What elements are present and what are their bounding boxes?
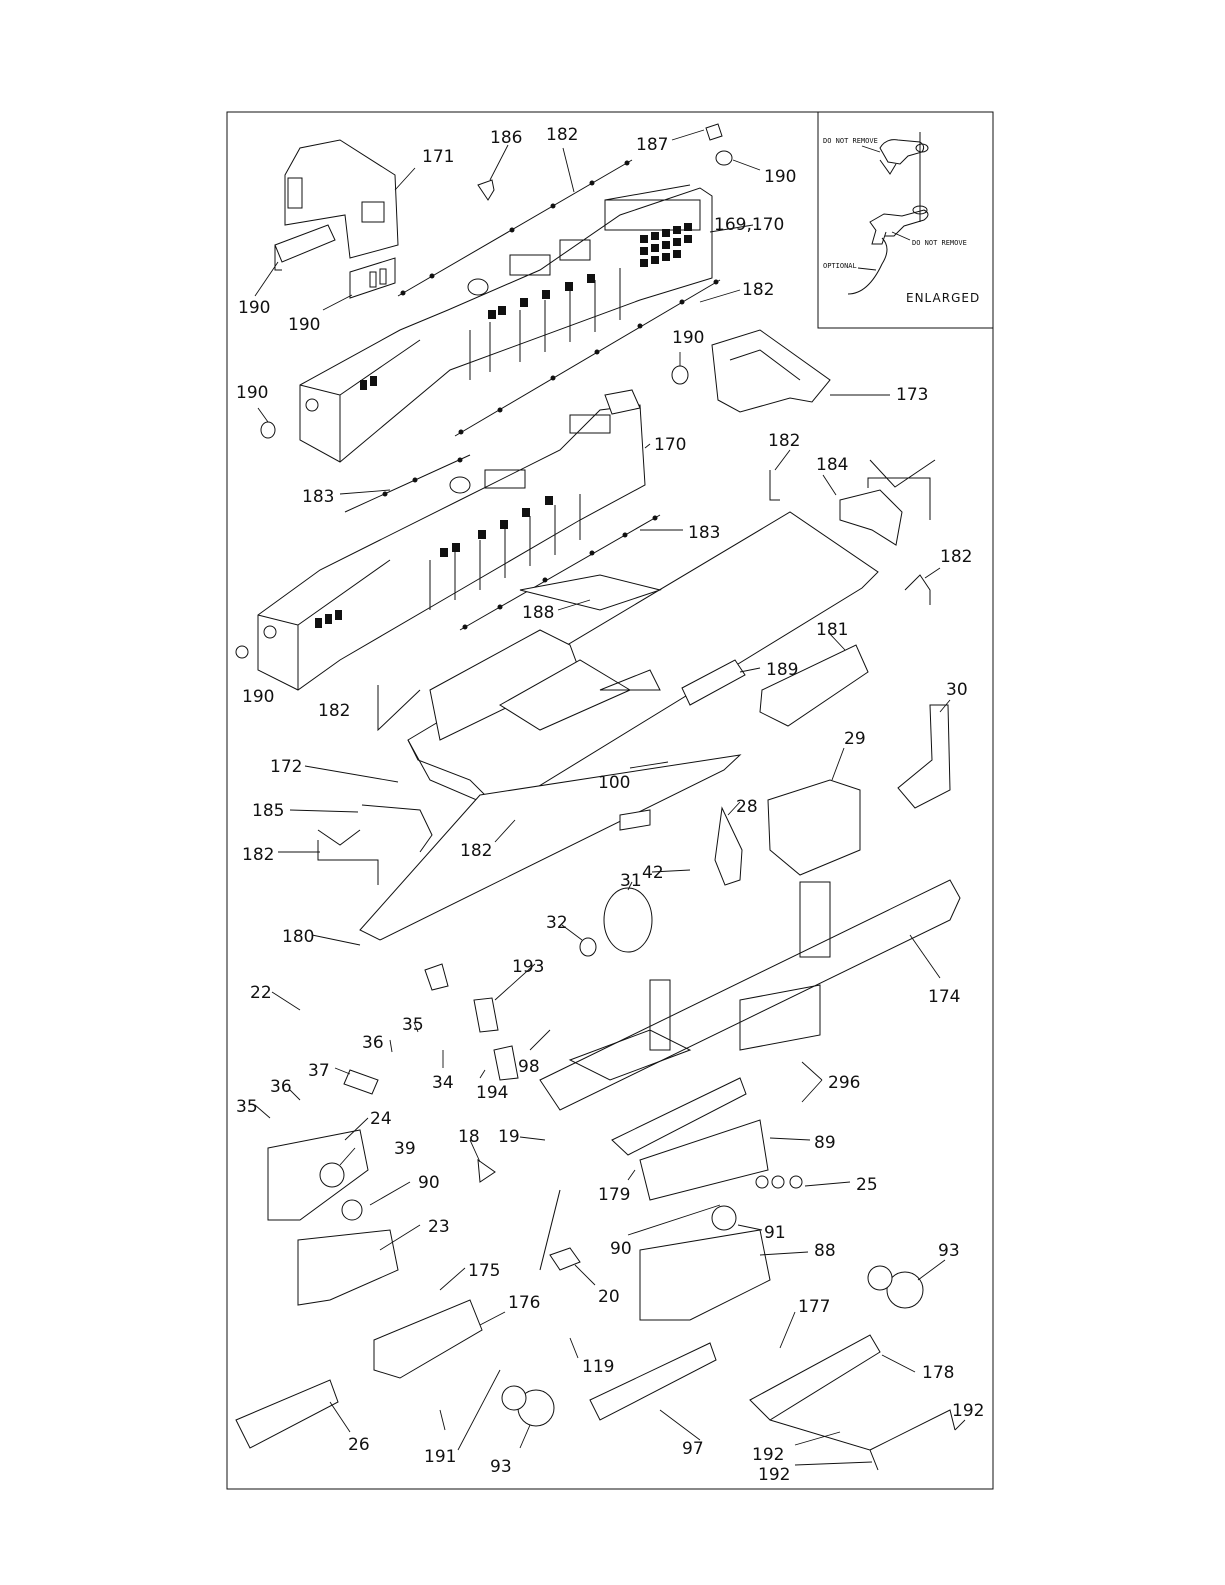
inset-caption: ENLARGED — [906, 291, 980, 305]
inset-label-optional: OPTIONAL — [823, 262, 857, 270]
part-label-25: 25 — [856, 1175, 878, 1195]
diagram-frame — [226, 111, 994, 1490]
part-label-90-upper: 90 — [418, 1173, 440, 1193]
part-label-173: 173 — [896, 385, 928, 405]
part-label-179: 179 — [598, 1185, 630, 1205]
inset-label-do-not-remove-bottom: DO NOT REMOVE — [912, 239, 967, 247]
part-label-169-170: 169,170 — [714, 215, 784, 235]
trucks — [235, 997, 956, 1471]
part-label-34: 34 — [432, 1073, 454, 1093]
inset-label-do-not-remove-top: DO NOT REMOVE — [823, 137, 878, 145]
part-label-183-left: 183 — [302, 487, 334, 507]
part-label-37: 37 — [308, 1061, 330, 1081]
part-label-88: 88 — [814, 1241, 836, 1261]
part-label-190-top-right: 190 — [764, 167, 796, 187]
part-label-32: 32 — [546, 913, 568, 933]
part-label-194: 194 — [476, 1083, 508, 1103]
part-labels: 171 186 182 187 190 169,170 190 190 182 … — [236, 125, 984, 1485]
part-label-35-upper: 35 — [402, 1015, 424, 1035]
part-label-20: 20 — [598, 1287, 620, 1307]
part-label-190-cab-front: 190 — [288, 315, 320, 335]
part-label-36-upper: 36 — [362, 1033, 384, 1053]
part-label-192-right: 192 — [952, 1401, 984, 1421]
part-label-181: 181 — [816, 620, 848, 640]
part-label-190-bottom-left: 190 — [242, 687, 274, 707]
part-label-188: 188 — [522, 603, 554, 623]
part-label-182-left: 182 — [242, 845, 274, 865]
part-label-182-upper-right: 182 — [742, 280, 774, 300]
part-label-192-middle: 192 — [752, 1445, 784, 1465]
part-label-190-mid-right: 190 — [672, 328, 704, 348]
part-label-31: 31 — [620, 871, 642, 891]
part-label-97: 97 — [682, 1439, 704, 1459]
part-label-98: 98 — [518, 1057, 540, 1077]
chassis-172 — [407, 511, 879, 811]
part-label-191: 191 — [424, 1447, 456, 1467]
part-label-182-right: 182 — [940, 547, 972, 567]
part-label-171: 171 — [422, 147, 454, 167]
part-label-182-top: 182 — [546, 125, 578, 145]
part-label-190-left: 190 — [236, 383, 268, 403]
part-label-178: 178 — [922, 1363, 954, 1383]
part-label-26: 26 — [348, 1435, 370, 1455]
part-label-35-lower: 35 — [236, 1097, 258, 1117]
part-label-19: 19 — [498, 1127, 520, 1147]
frame-174 — [539, 879, 961, 1111]
part-label-90-lower: 90 — [610, 1239, 632, 1259]
part-label-91: 91 — [764, 1223, 786, 1243]
part-label-93-bottom: 93 — [490, 1457, 512, 1477]
motor-assembly — [359, 644, 951, 991]
part-label-296: 296 — [828, 1073, 860, 1093]
lower-body-shell — [257, 389, 646, 691]
part-label-182-chassis-bottom: 182 — [460, 841, 492, 861]
cab-parts — [235, 123, 733, 659]
grab-iron-rows — [344, 159, 721, 631]
part-label-89: 89 — [814, 1133, 836, 1153]
part-label-36-lower: 36 — [270, 1077, 292, 1097]
part-label-193: 193 — [512, 957, 544, 977]
part-label-42: 42 — [642, 863, 664, 883]
enlarged-inset: DO NOT REMOVE DO NOT REMOVE OPTIONAL ENL… — [817, 112, 993, 329]
part-label-39: 39 — [394, 1139, 416, 1159]
part-label-28: 28 — [736, 797, 758, 817]
part-label-175: 175 — [468, 1261, 500, 1281]
part-label-172: 172 — [270, 757, 302, 777]
part-label-186: 186 — [490, 128, 522, 148]
part-label-180: 180 — [282, 927, 314, 947]
part-label-185: 185 — [252, 801, 284, 821]
part-label-176: 176 — [508, 1293, 540, 1313]
part-label-29: 29 — [844, 729, 866, 749]
part-label-23: 23 — [428, 1217, 450, 1237]
part-label-24: 24 — [370, 1109, 392, 1129]
part-label-174: 174 — [928, 987, 960, 1007]
frame-part-173 — [711, 329, 831, 413]
part-label-22: 22 — [250, 983, 272, 1003]
leader-lines — [254, 129, 966, 1466]
part-label-184: 184 — [816, 455, 848, 475]
part-label-177: 177 — [798, 1297, 830, 1317]
part-label-93-right: 93 — [938, 1241, 960, 1261]
part-label-100: 100 — [598, 773, 630, 793]
part-label-182-chassis-left: 182 — [318, 701, 350, 721]
part-label-182-mid: 182 — [768, 431, 800, 451]
part-label-192-bottom: 192 — [758, 1465, 790, 1485]
part-label-183-right: 183 — [688, 523, 720, 543]
part-label-18: 18 — [458, 1127, 480, 1147]
part-label-187: 187 — [636, 135, 668, 155]
part-label-190-cab-left: 190 — [238, 298, 270, 318]
part-label-189: 189 — [766, 660, 798, 680]
part-label-30: 30 — [946, 680, 968, 700]
part-label-170: 170 — [654, 435, 686, 455]
upper-body-shell — [299, 184, 713, 463]
part-label-119: 119 — [582, 1357, 614, 1377]
